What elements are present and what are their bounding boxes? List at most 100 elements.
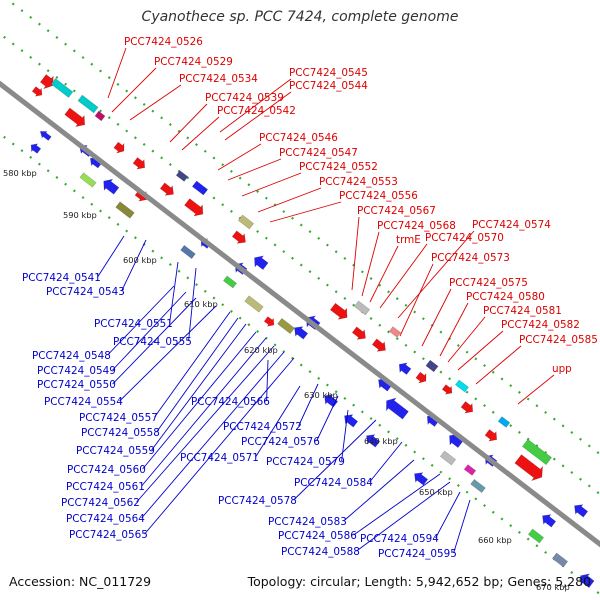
scale-tick-label: 650 kbp bbox=[419, 487, 453, 497]
accession-value: NC_011729 bbox=[79, 574, 152, 589]
gene-tracks bbox=[30, 74, 595, 588]
leader-line bbox=[111, 67, 157, 113]
gene-label-reverse: PCC7424_0558 bbox=[81, 427, 160, 439]
leader-line bbox=[181, 116, 220, 151]
gene-label-forward: PCC7424_0544 bbox=[289, 80, 368, 92]
gene-label-reverse: PCC7424_0576 bbox=[241, 436, 320, 448]
gene-label-reverse: PCC7424_0541 bbox=[22, 272, 101, 284]
gene-glyph-shape bbox=[115, 201, 135, 219]
gene-glyph-shape bbox=[425, 359, 439, 373]
leader-line bbox=[224, 91, 292, 141]
gene-glyph-shape bbox=[79, 172, 97, 188]
gene-label-reverse: PCC7424_0561 bbox=[66, 481, 145, 493]
gene-glyph bbox=[223, 275, 237, 289]
gene-label-forward: PCC7424_0545 bbox=[289, 67, 368, 79]
gene-label-forward: PCC7424_0581 bbox=[483, 305, 562, 317]
label-leader-lines bbox=[97, 47, 555, 554]
gene-glyph bbox=[497, 416, 511, 428]
leader-line bbox=[298, 383, 319, 427]
gene-label-forward: PCC7424_0552 bbox=[299, 161, 378, 173]
gene-glyph bbox=[31, 86, 43, 97]
gene-glyph bbox=[425, 359, 439, 373]
gene-glyph-shape bbox=[353, 300, 371, 316]
gene-label-reverse: PCC7424_0566 bbox=[191, 396, 270, 408]
gene-label-reverse: PCC7424_0554 bbox=[44, 396, 123, 408]
gene-label-forward: PCC7424_0582 bbox=[501, 319, 580, 331]
gene-glyph bbox=[277, 318, 295, 334]
leader-line bbox=[97, 235, 125, 278]
topology-value: circular bbox=[310, 574, 357, 589]
gene-label-forward: PCC7424_0553 bbox=[319, 176, 398, 188]
length-label: Length: bbox=[364, 574, 412, 589]
leader-line bbox=[112, 291, 187, 371]
gene-glyph-shape bbox=[277, 318, 295, 334]
gene-glyph-shape bbox=[386, 397, 409, 420]
gene-glyph-shape bbox=[439, 450, 457, 466]
gene-label-forward: PCC7424_0526 bbox=[124, 36, 203, 48]
gene-glyph-shape bbox=[254, 255, 269, 270]
leader-line bbox=[397, 230, 475, 319]
gene-glyph-shape bbox=[580, 573, 595, 588]
gene-glyph bbox=[115, 201, 135, 219]
gene-glyph bbox=[574, 504, 589, 518]
gene-glyph-shape bbox=[414, 472, 429, 486]
genome-backbone bbox=[0, 80, 600, 548]
gene-label-forward: PCC7424_0568 bbox=[377, 220, 456, 232]
gene-glyph-shape bbox=[263, 316, 275, 327]
gene-glyph-shape bbox=[344, 414, 359, 428]
gene-labels: PCC7424_0526PCC7424_0529PCC7424_0534PCC7… bbox=[22, 36, 598, 560]
gene-glyph-shape bbox=[371, 338, 386, 352]
gene-label-reverse: PCC7424_0588 bbox=[281, 546, 360, 558]
gene-glyph-shape bbox=[50, 78, 74, 98]
gene-glyph bbox=[414, 472, 429, 486]
gene-glyph-shape bbox=[388, 326, 402, 338]
gene-glyph bbox=[463, 464, 477, 476]
gene-label-reverse: PCC7424_0572 bbox=[223, 421, 302, 433]
gene-glyph bbox=[514, 454, 543, 482]
leader-line bbox=[156, 317, 239, 433]
gene-glyph bbox=[39, 74, 54, 90]
leader-line bbox=[353, 473, 441, 536]
leader-line bbox=[255, 385, 301, 458]
leader-line bbox=[269, 201, 342, 223]
gene-glyph bbox=[254, 255, 269, 270]
gene-glyph bbox=[484, 429, 498, 442]
leader-line bbox=[217, 143, 262, 171]
leader-line bbox=[121, 239, 147, 292]
gene-label-forward: PCC7424_0585 bbox=[519, 334, 598, 346]
scale-tick-label: 600 kbp bbox=[123, 255, 157, 265]
genes-label: Genes: bbox=[507, 574, 552, 589]
leader-line bbox=[475, 345, 522, 385]
gene-glyph bbox=[30, 143, 42, 154]
gene-glyph bbox=[231, 230, 246, 244]
gene-glyph bbox=[460, 401, 474, 414]
scale-tick-label: 580 kbp bbox=[3, 168, 37, 178]
gene-glyph-shape bbox=[470, 479, 486, 493]
gene-glyph-shape bbox=[237, 214, 255, 230]
scale-tick-label: 590 kbp bbox=[63, 210, 97, 220]
gene-label-reverse: PCC7424_0543 bbox=[46, 286, 125, 298]
gene-glyph-shape bbox=[191, 180, 209, 196]
leader-line bbox=[169, 103, 208, 143]
gene-label-reverse: PCC7424_0579 bbox=[266, 456, 345, 468]
gene-glyph-shape bbox=[542, 514, 557, 528]
leader-line bbox=[144, 357, 295, 535]
gene-label-forward: PCC7424_0534 bbox=[179, 73, 258, 85]
scale-tick-label: 620 kbp bbox=[244, 345, 278, 355]
gene-glyph bbox=[64, 107, 85, 127]
gene-label-forward: PCC7424_0529 bbox=[154, 56, 233, 68]
gene-label-forward: upp bbox=[552, 363, 572, 375]
gene-glyph-shape bbox=[574, 504, 589, 518]
gene-glyph bbox=[50, 78, 74, 98]
gene-label-reverse: PCC7424_0584 bbox=[294, 477, 373, 489]
gene-label-reverse: PCC7424_0595 bbox=[378, 548, 457, 560]
gene-label-forward: PCC7424_0546 bbox=[259, 132, 338, 144]
gene-glyph-shape bbox=[398, 362, 412, 375]
gene-glyph bbox=[180, 245, 196, 259]
gene-glyph-shape bbox=[77, 94, 99, 114]
gene-glyph bbox=[470, 479, 486, 493]
leader-line bbox=[169, 261, 179, 324]
gene-glyph bbox=[113, 141, 125, 154]
leader-line bbox=[136, 345, 275, 503]
